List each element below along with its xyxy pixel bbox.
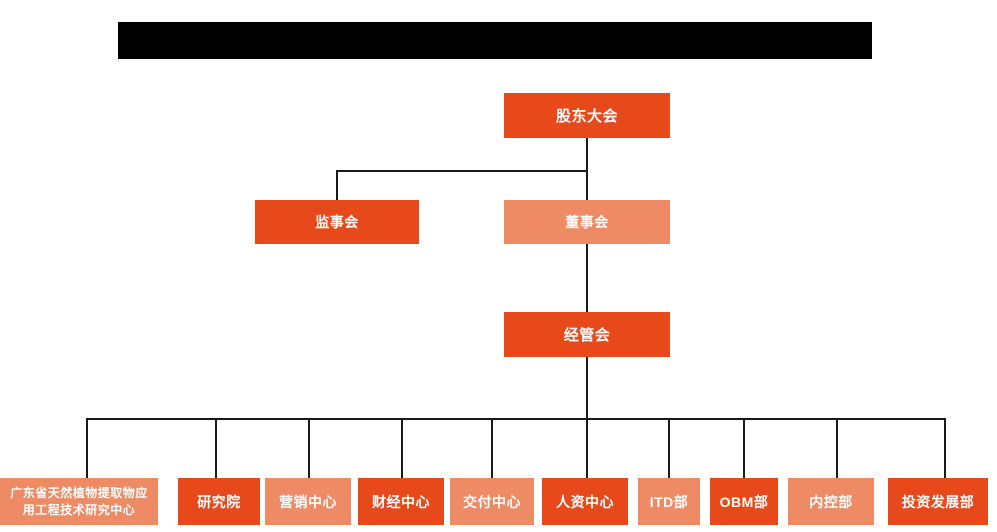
connector-to-internal-control-dept — [836, 418, 838, 478]
connector-departments-bus — [86, 418, 946, 420]
connector-shareholders-down — [586, 138, 588, 171]
node-delivery-center-label: 交付中心 — [463, 493, 521, 510]
node-hr-center[interactable]: 人资中心 — [542, 478, 628, 525]
node-research-institute-label: 研究院 — [197, 493, 241, 510]
connector-to-delivery-center — [491, 418, 493, 478]
node-delivery-center[interactable]: 交付中心 — [450, 478, 534, 525]
node-board-of-directors[interactable]: 董事会 — [504, 200, 670, 244]
node-itd-dept-label: ITD部 — [649, 493, 689, 510]
connector-to-supervisors — [336, 170, 338, 201]
node-investment-development-dept-label: 投资发展部 — [901, 493, 975, 510]
connector-to-marketing-center — [308, 418, 310, 478]
node-marketing-center[interactable]: 营销中心 — [265, 478, 351, 525]
node-gd-research-center-label: 广东省天然植物提取物应 用工程技术研究中心 — [10, 486, 148, 517]
connector-to-directors — [586, 170, 588, 201]
node-management-committee[interactable]: 经管会 — [504, 312, 670, 357]
node-investment-development-dept[interactable]: 投资发展部 — [888, 478, 988, 525]
node-finance-center-label: 财经中心 — [372, 493, 430, 510]
node-internal-control-dept[interactable]: 内控部 — [788, 478, 874, 525]
node-obm-dept[interactable]: OBM部 — [710, 478, 778, 525]
node-internal-control-dept-label: 内控部 — [809, 493, 853, 510]
connector-management-down — [586, 357, 588, 419]
connector-to-obm-dept — [743, 418, 745, 478]
node-obm-dept-label: OBM部 — [719, 493, 769, 510]
node-shareholders-meeting[interactable]: 股东大会 — [504, 93, 670, 138]
node-hr-center-label: 人资中心 — [556, 493, 614, 510]
node-shareholders-meeting-label: 股东大会 — [555, 108, 618, 125]
node-gd-research-center[interactable]: 广东省天然植物提取物应 用工程技术研究中心 — [0, 478, 158, 525]
redacted-title-banner — [118, 22, 872, 59]
connector-to-research-institute — [215, 418, 217, 478]
connector-to-finance-center — [401, 418, 403, 478]
connector-to-investment-development-dept — [944, 418, 946, 478]
node-itd-dept[interactable]: ITD部 — [638, 478, 700, 525]
connector-to-hr-center — [586, 418, 588, 478]
node-board-of-directors-label: 董事会 — [565, 214, 609, 230]
node-board-of-supervisors-label: 监事会 — [315, 214, 359, 230]
node-board-of-supervisors[interactable]: 监事会 — [255, 200, 419, 244]
node-marketing-center-label: 营销中心 — [279, 493, 337, 510]
connector-level2-bus — [336, 170, 588, 172]
connector-directors-to-management — [586, 244, 588, 312]
node-management-committee-label: 经管会 — [563, 327, 611, 344]
node-research-institute[interactable]: 研究院 — [178, 478, 260, 525]
node-finance-center[interactable]: 财经中心 — [358, 478, 444, 525]
connector-to-itd-dept — [668, 418, 670, 478]
connector-to-gd-research-center — [86, 418, 88, 478]
